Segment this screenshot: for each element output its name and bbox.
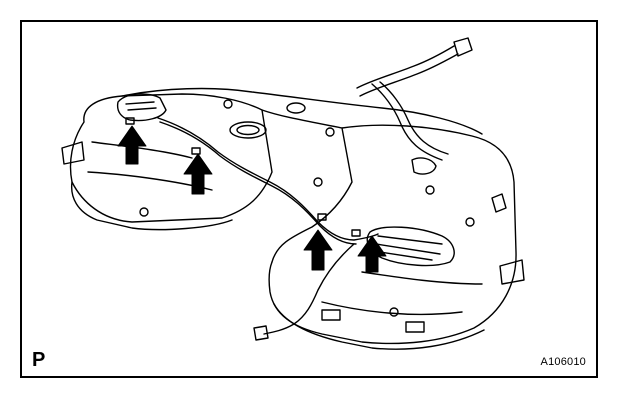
bolt-boss bbox=[389, 307, 399, 317]
bolt-boss bbox=[465, 217, 475, 227]
tank-left-skirt bbox=[70, 181, 233, 231]
fuel-tank-illustration bbox=[61, 37, 525, 350]
tank-left-lobe bbox=[69, 93, 273, 223]
tank-right-skirt bbox=[273, 303, 485, 350]
wire-clamp bbox=[125, 117, 135, 125]
bolt-boss bbox=[325, 127, 335, 137]
wire-clamp bbox=[351, 229, 361, 237]
wire-connector bbox=[253, 325, 269, 341]
arrow-indicator bbox=[303, 229, 333, 271]
corner-label: P bbox=[32, 349, 46, 371]
right-nozzle bbox=[491, 193, 507, 213]
vent-tube bbox=[371, 83, 443, 161]
pump-ring bbox=[229, 121, 267, 139]
left-sender-unit bbox=[116, 93, 167, 122]
arrow-indicator bbox=[357, 235, 387, 273]
right-sender-unit bbox=[366, 226, 455, 267]
wire-clamp bbox=[191, 147, 201, 155]
filler-neck-pipe bbox=[356, 45, 455, 89]
tank-right-lobe bbox=[268, 124, 517, 345]
bolt-boss bbox=[313, 177, 323, 187]
tank-top-ridge bbox=[121, 87, 483, 135]
figure-id: A106010 bbox=[540, 356, 586, 368]
arrow-indicator bbox=[117, 125, 147, 165]
filler-neck-cap bbox=[453, 37, 473, 57]
bolt-boss bbox=[139, 207, 149, 217]
arrow-indicator bbox=[183, 153, 213, 195]
wire-harness bbox=[157, 117, 379, 241]
tank-middle-section bbox=[261, 109, 353, 263]
lower-wire bbox=[263, 243, 355, 335]
left-flange bbox=[61, 141, 85, 165]
bolt-boss bbox=[223, 99, 233, 109]
illustration-frame: P A106010 bbox=[20, 20, 598, 378]
wire-clamp bbox=[317, 213, 327, 221]
bolt-boss bbox=[425, 185, 435, 195]
tank-top-boss bbox=[286, 102, 306, 114]
tank-top-recess bbox=[411, 157, 437, 175]
right-flange bbox=[499, 259, 525, 285]
